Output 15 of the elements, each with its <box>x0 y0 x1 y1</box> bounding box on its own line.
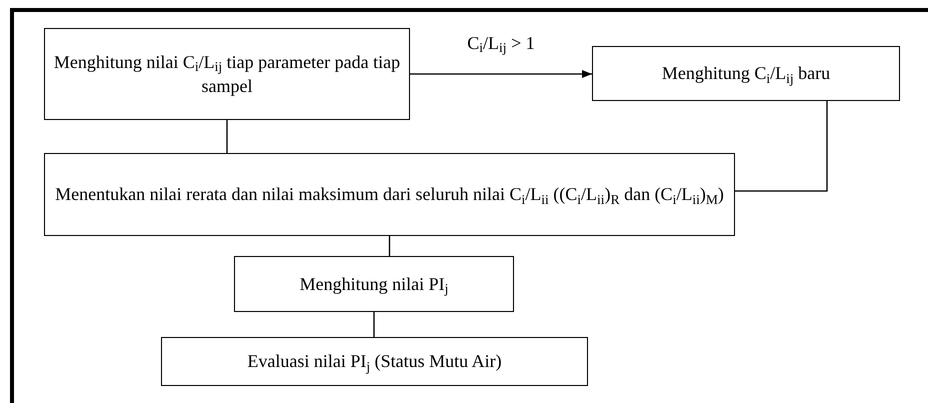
process-box <box>44 28 410 120</box>
process-box <box>44 153 735 236</box>
connector-line <box>373 312 375 337</box>
connector-line <box>226 120 228 153</box>
box-text: Menghitung nilai C$_{i}$/L$_{ij}$ tiap parameter pada tiap sampel <box>53 50 401 98</box>
arrow <box>410 70 592 78</box>
process-box <box>234 256 514 312</box>
box-text: Menghitung C$_{i}$/L$_{ij}$ baru <box>662 62 830 86</box>
box-text: Evaluasi nilai PI$_{j}$ (Status Mutu Air) <box>247 350 502 374</box>
box-text: Menghitung nilai PI$_{j}$ <box>300 272 448 296</box>
process-box <box>161 337 588 386</box>
connector-line <box>735 101 828 192</box>
process-box <box>592 46 900 101</box>
box-text: Menentukan nilai rerata dan nilai maksimum dari seluruh nilai C$_{i}$/L$_{ii}$ ((C$_{i}$/L$_{ii}$)$_{R}$ dan (C$_{i}$/L$_{ii}$)$_{M}$) <box>55 183 724 207</box>
connector-line <box>388 236 390 256</box>
